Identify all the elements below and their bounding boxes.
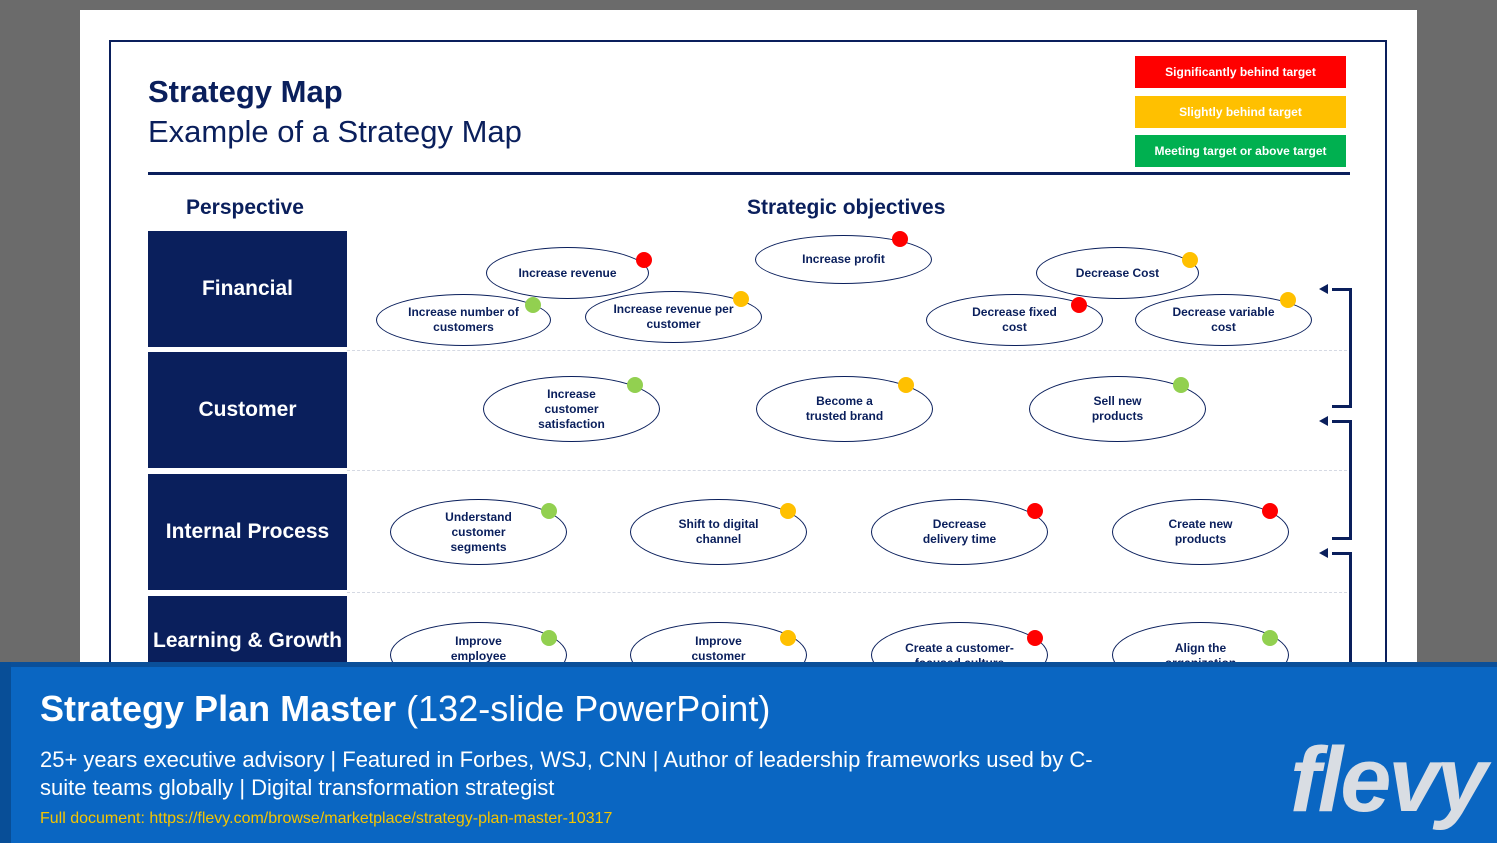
status-dot-red: [1027, 503, 1043, 519]
legend-meeting-target: Meeting target or above target: [1135, 135, 1346, 167]
banner-link[interactable]: Full document: https://flevy.com/browse/…: [40, 810, 613, 827]
objective-label: Decrease variable cost: [1172, 305, 1275, 334]
banner-description: 25+ years executive advisory | Featured …: [40, 747, 1093, 800]
objective-create-products: Create new products: [1112, 499, 1289, 565]
row-divider: [347, 470, 1347, 471]
legend-slightly-behind: Slightly behind target: [1135, 96, 1346, 128]
slide-frame: [109, 40, 1387, 710]
objective-label: Shift to digital channel: [678, 517, 759, 546]
status-dot-red: [1071, 297, 1087, 313]
perspective-customer: Customer: [148, 352, 347, 468]
slide-subtitle: Example of a Strategy Map: [148, 114, 522, 149]
status-dot-green: [1262, 630, 1278, 646]
perspective-internal-process: Internal Process: [148, 474, 347, 590]
objective-label: Increase revenue per customer: [613, 302, 734, 331]
status-dot-red: [1027, 630, 1043, 646]
status-dot-green: [627, 377, 643, 393]
banner-edge: [0, 662, 1497, 667]
status-dot-green: [1173, 377, 1189, 393]
arrow-icon: [1319, 416, 1328, 426]
banner-title-rest: (132-slide PowerPoint): [406, 688, 771, 729]
status-dot-green: [525, 297, 541, 313]
objective-label: Increase customer satisfaction: [538, 386, 605, 431]
slide: Strategy Map Example of a Strategy Map S…: [80, 10, 1417, 710]
objective-sell-new-products: Sell new products: [1029, 376, 1206, 442]
status-dot-yellow: [1280, 292, 1296, 308]
objective-increase-customers: Increase number of customers: [376, 294, 551, 346]
objective-delivery-time: Decrease delivery time: [871, 499, 1048, 565]
status-dot-red: [892, 231, 908, 247]
slide-title: Strategy Map: [148, 74, 343, 109]
status-dot-yellow: [1182, 252, 1198, 268]
legend-significantly-behind: Significantly behind target: [1135, 56, 1346, 88]
objective-label: Sell new products: [1091, 394, 1144, 423]
objective-label: Increase profit: [802, 252, 885, 266]
status-dot-yellow: [780, 503, 796, 519]
row-divider: [347, 592, 1347, 593]
link-bracket: [1332, 420, 1352, 540]
objective-revenue-per-customer: Increase revenue per customer: [585, 291, 762, 343]
status-dot-yellow: [898, 377, 914, 393]
link-bracket: [1332, 288, 1352, 408]
arrow-icon: [1319, 548, 1328, 558]
flevy-logo: flevy: [1290, 729, 1488, 831]
row-divider: [347, 350, 1347, 351]
objective-label: Increase revenue: [518, 265, 617, 280]
status-dot-green: [541, 630, 557, 646]
perspective-financial: Financial: [148, 231, 347, 347]
banner-title-bold: Strategy Plan Master: [40, 688, 397, 729]
title-divider: [148, 172, 1350, 175]
promo-banner: [0, 662, 1497, 843]
status-dot-green: [541, 503, 557, 519]
objective-label: Improve customer: [691, 634, 746, 663]
objective-label: Decrease Cost: [1075, 265, 1160, 280]
objective-increase-revenue: Increase revenue: [486, 247, 649, 299]
status-dot-yellow: [733, 291, 749, 307]
arrow-icon: [1319, 284, 1328, 294]
objective-digital-channel: Shift to digital channel: [630, 499, 807, 565]
status-dot-red: [1262, 503, 1278, 519]
perspective-header: Perspective: [186, 196, 304, 219]
objective-decrease-cost: Decrease Cost: [1036, 247, 1199, 299]
status-dot-yellow: [780, 630, 796, 646]
objective-understand-segments: Understand customer segments: [390, 499, 567, 565]
objective-label: Decrease delivery time: [922, 517, 997, 546]
objective-label: Increase number of customers: [408, 305, 519, 334]
objective-label: Create new products: [1168, 517, 1233, 546]
objective-label: Improve employee: [450, 634, 507, 663]
objective-label: Decrease fixed cost: [972, 305, 1057, 334]
objective-label: Understand customer segments: [445, 509, 512, 554]
banner-title: Strategy Plan Master (132-slide PowerPoi…: [40, 688, 770, 730]
status-dot-red: [636, 252, 652, 268]
objective-label: Become a trusted brand: [805, 394, 884, 423]
objectives-header: Strategic objectives: [747, 196, 946, 219]
banner-side: [0, 662, 11, 843]
